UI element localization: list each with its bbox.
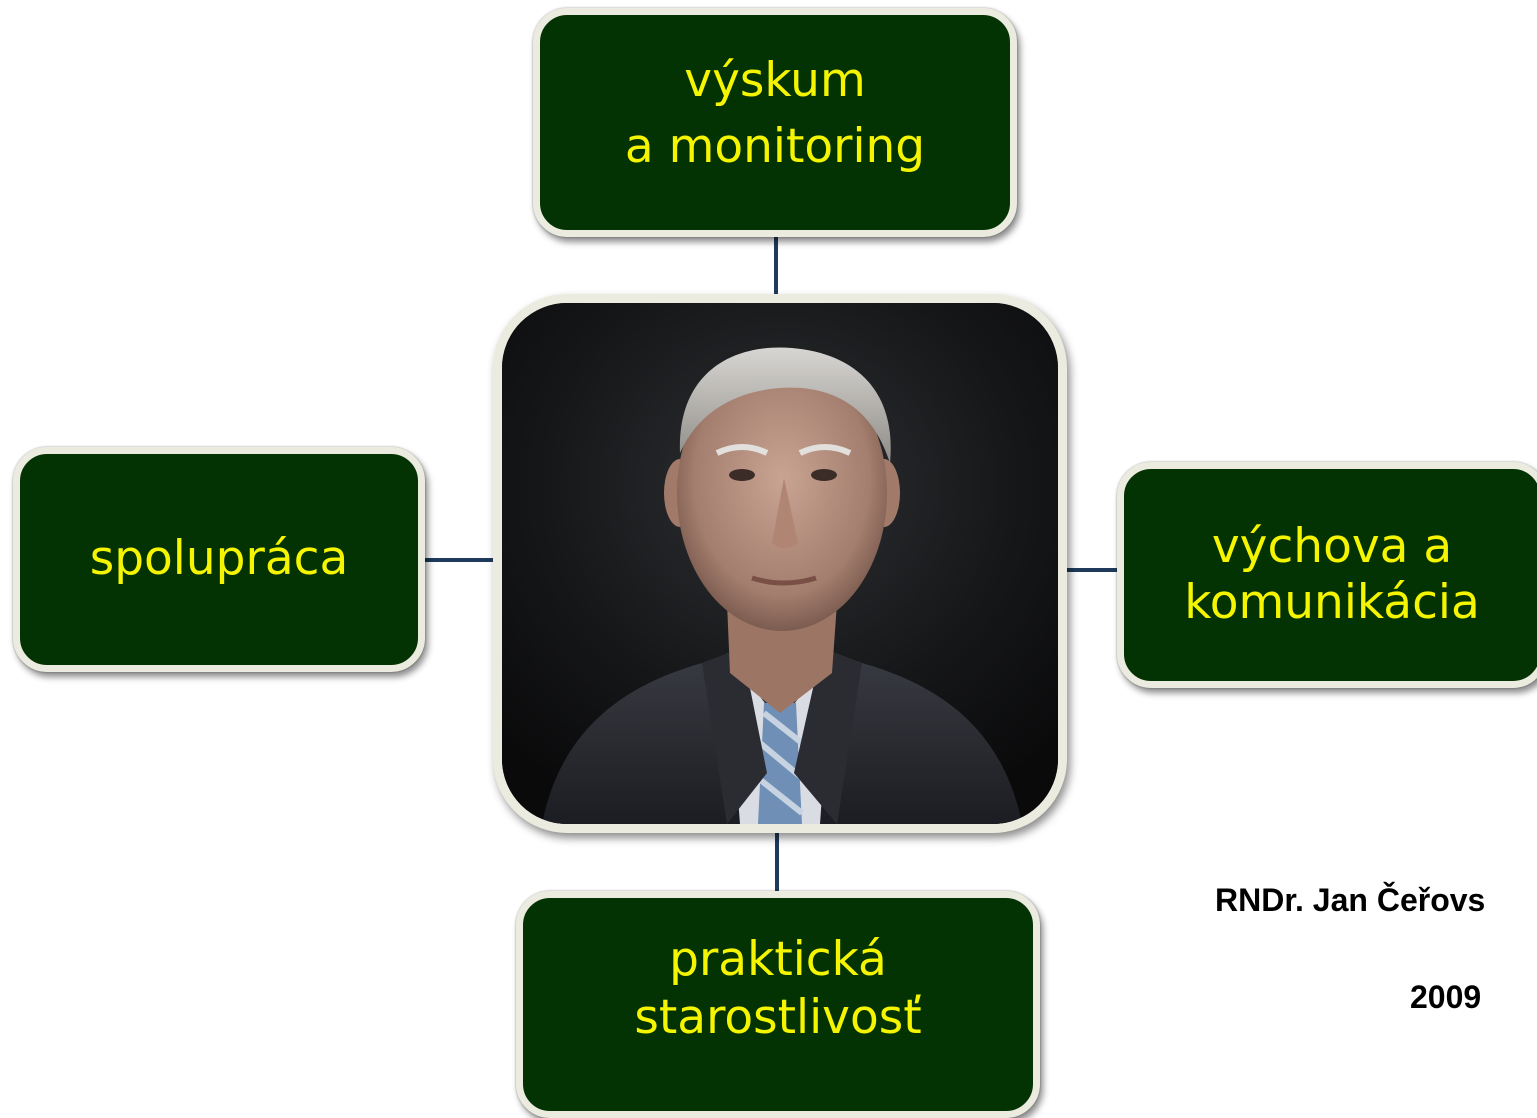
connector-left — [424, 558, 496, 562]
connector-bottom — [775, 828, 779, 892]
node-label-line: komunikácia — [1184, 575, 1480, 630]
node-label-line: praktická — [669, 932, 887, 987]
portrait-image — [502, 303, 1058, 824]
author-name: RNDr. Jan Čeřovs — [1215, 882, 1486, 918]
node-spolupraca: spolupráca — [13, 447, 425, 672]
node-vyskum-monitoring: výskum a monitoring — [533, 8, 1017, 237]
node-label-line: spolupráca — [89, 531, 349, 587]
year-label: 2009 — [1410, 979, 1482, 1015]
node-label-line: a monitoring — [624, 119, 926, 175]
node-label-line: výskum — [684, 53, 866, 108]
node-vychova-komunikacia: výchova a komunikácia — [1117, 462, 1537, 688]
node-prakticka-starostlivost: praktická starostlivosť — [516, 891, 1040, 1118]
center-portrait — [493, 294, 1067, 833]
connector-top — [774, 236, 778, 298]
connector-right — [1060, 568, 1120, 572]
node-label-line: výchova a — [1211, 518, 1453, 574]
node-label-line: starostlivosť — [634, 990, 922, 1046]
